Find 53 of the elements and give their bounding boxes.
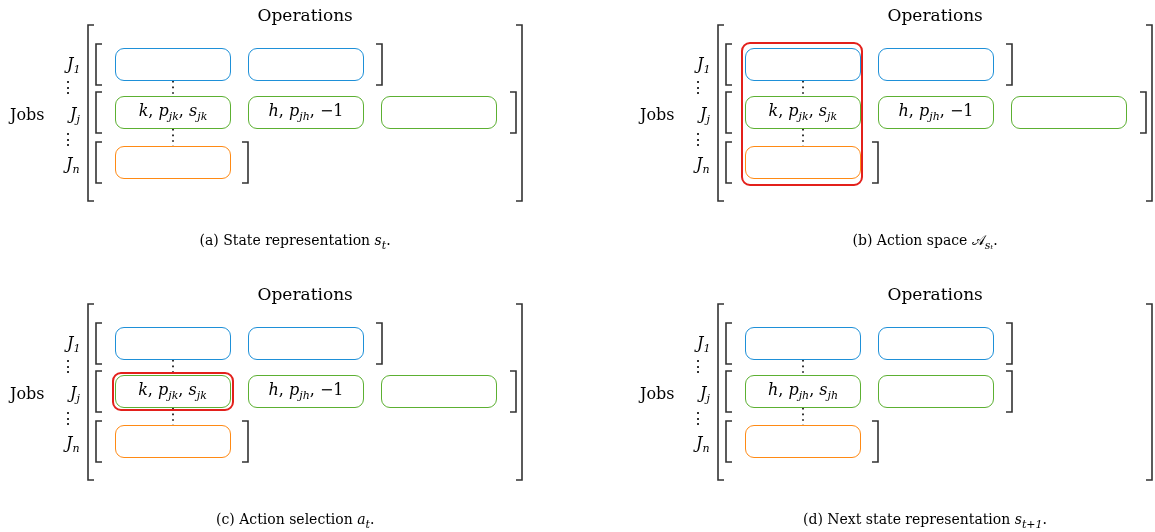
operation-box <box>1011 96 1127 129</box>
column-heading: Operations <box>257 6 353 24</box>
operation-box <box>248 375 364 408</box>
operation-box <box>878 327 994 360</box>
operation-text: k, p$_{jk}$, s$_{jk}$ <box>138 101 208 124</box>
operation-box <box>878 375 994 408</box>
operation-text: h, p$_{jh}$, s$_{jh}$ <box>767 380 839 403</box>
operation-text: k, p$_{jk}$, s$_{jk}$ <box>768 101 838 124</box>
operation-text: k, p$_{jk}$, s$_{jk}$ <box>138 379 207 403</box>
operation-box <box>745 327 861 360</box>
vertical-ellipsis: ⋮ <box>690 80 706 96</box>
row-heading: Jobs <box>10 107 45 123</box>
operation-box <box>248 48 364 81</box>
row-heading: Jobs <box>10 386 45 402</box>
vertical-ellipsis: ⋮ <box>60 80 76 96</box>
operation-box <box>248 327 364 360</box>
dotted-connector <box>172 80 174 97</box>
operation-text: h, p$_{jh}$, −1 <box>898 101 974 124</box>
vertical-ellipsis: ⋮ <box>60 411 76 427</box>
operation-text: h, p$_{jh}$, −1 <box>268 380 344 403</box>
caption: (c) Action selection a$_{t}$. <box>216 512 375 530</box>
selection-frame <box>741 42 863 186</box>
operation-box <box>745 425 861 458</box>
vertical-ellipsis: ⋮ <box>60 132 76 148</box>
vertical-ellipsis: ⋮ <box>690 132 706 148</box>
caption: (b) Action space 𝒜$_{sₜ}$. <box>852 233 998 251</box>
operation-box <box>248 96 364 129</box>
column-heading: Operations <box>887 6 983 24</box>
dotted-connector <box>802 359 804 376</box>
vertical-ellipsis: ⋮ <box>60 359 76 375</box>
vertical-ellipsis: ⋮ <box>690 359 706 375</box>
row-heading: Jobs <box>640 386 675 402</box>
operation-box <box>115 96 231 129</box>
row-heading: Jobs <box>640 107 675 123</box>
operation-box <box>381 375 497 408</box>
column-heading: Operations <box>257 285 353 303</box>
operation-box <box>115 48 231 81</box>
operation-box <box>381 96 497 129</box>
operation-box <box>115 425 231 458</box>
operation-box <box>115 146 231 179</box>
caption: (a) State representation s$_{t}$. <box>199 233 391 251</box>
caption: (d) Next state representation s$_{t+1}$. <box>803 512 1048 530</box>
column-heading: Operations <box>887 285 983 303</box>
operation-text: h, p$_{jh}$, −1 <box>268 101 344 124</box>
operation-box <box>878 48 994 81</box>
operation-box <box>878 96 994 129</box>
operation-box <box>744 95 861 129</box>
vertical-ellipsis: ⋮ <box>690 411 706 427</box>
dotted-connector <box>802 80 804 97</box>
operation-box <box>744 47 861 81</box>
operation-box <box>745 375 861 408</box>
operation-box <box>744 145 861 179</box>
operation-box <box>115 327 231 360</box>
